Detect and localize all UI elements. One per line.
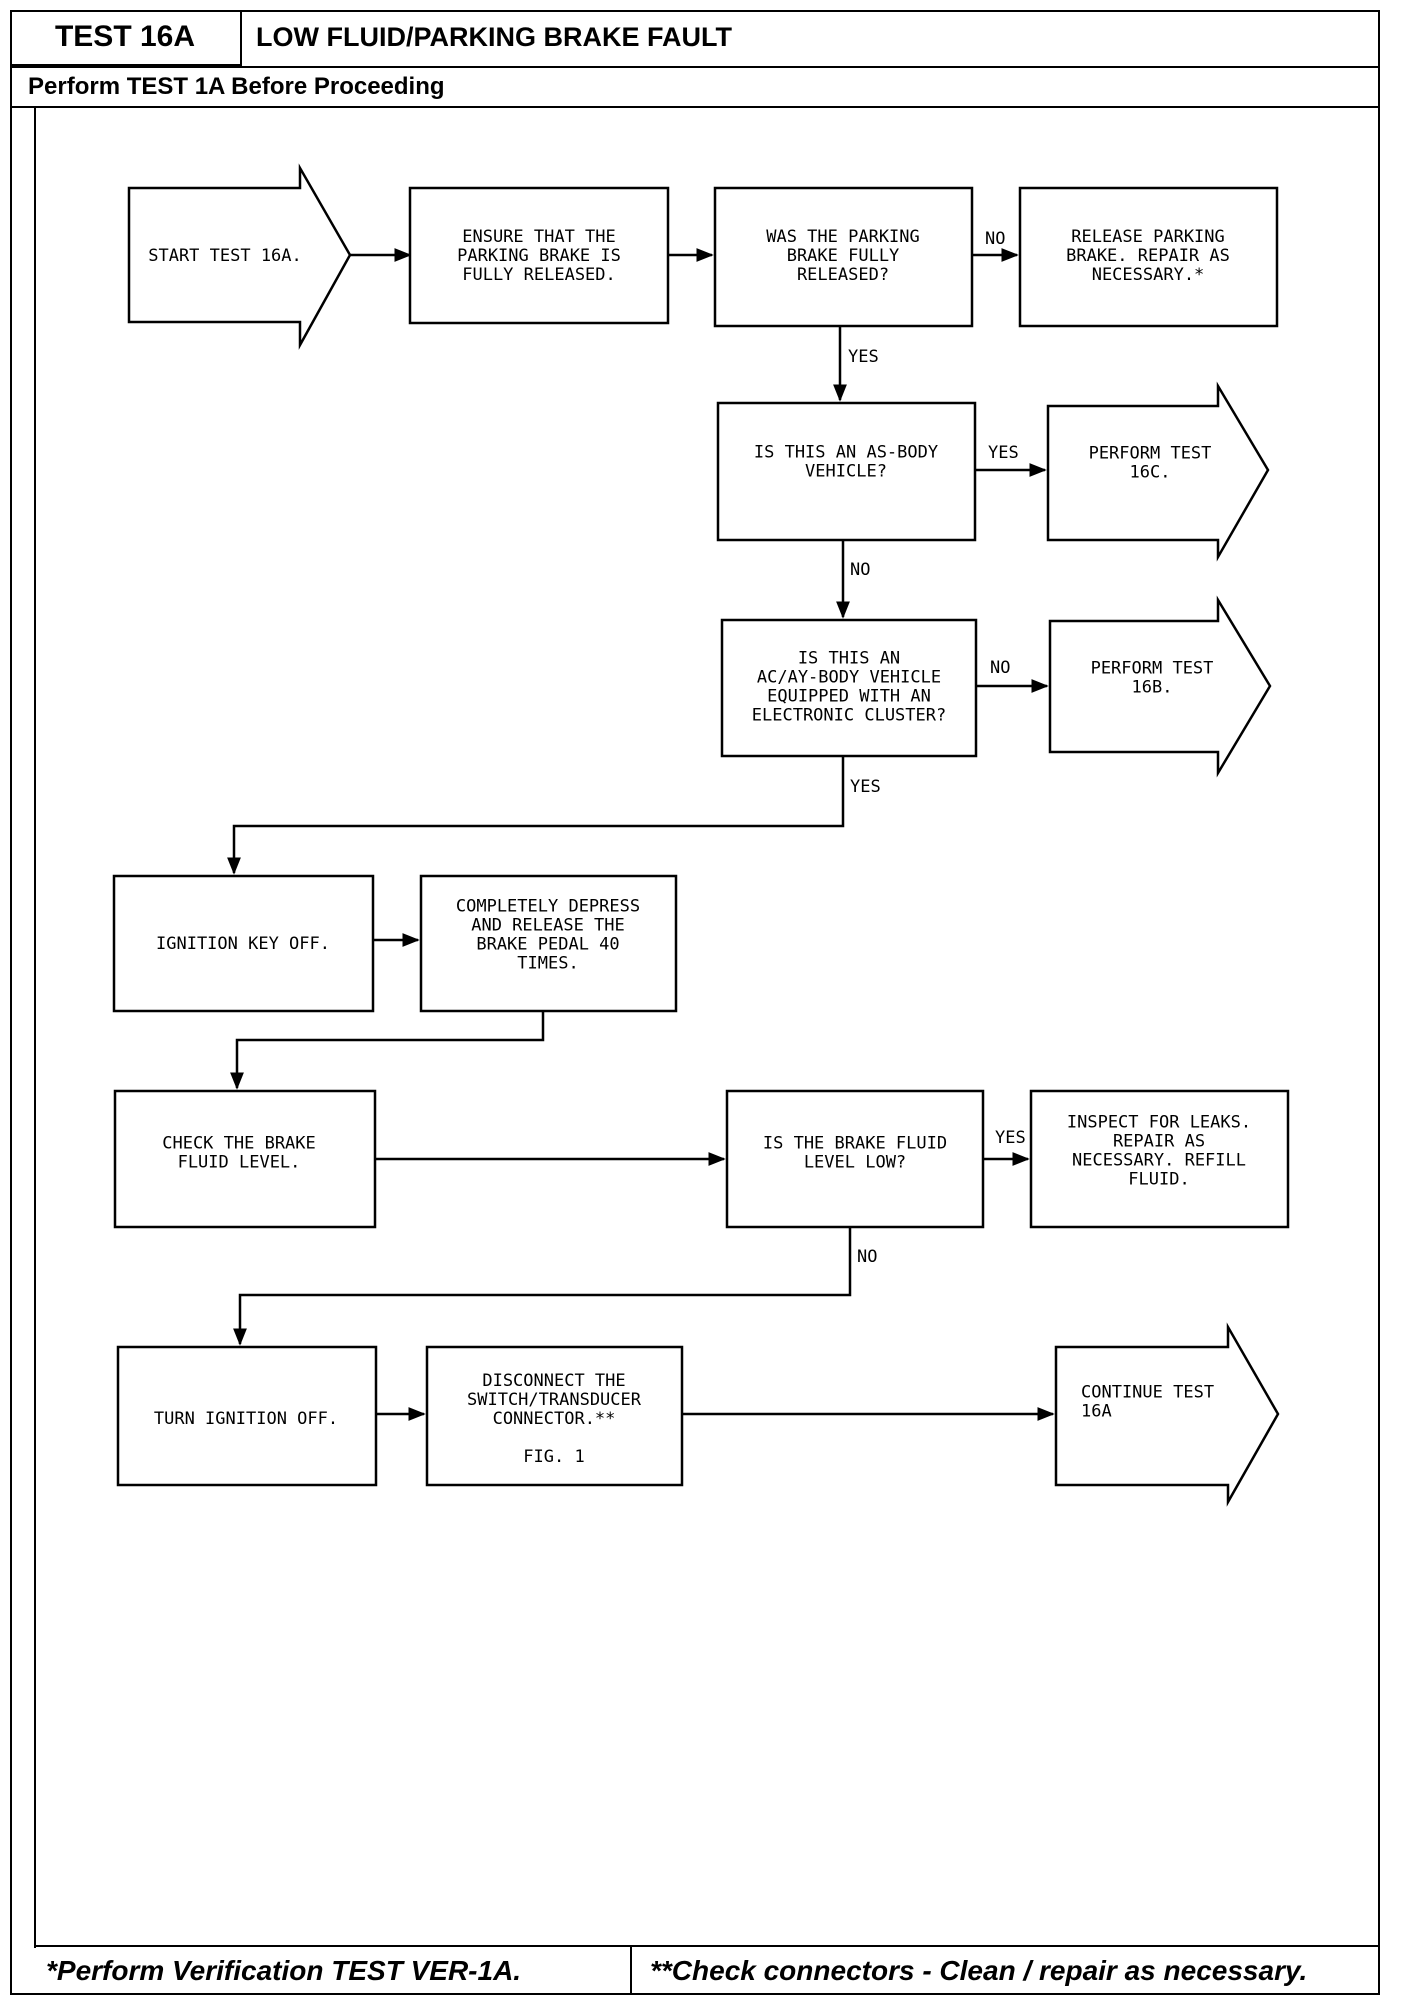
node-text-check-fluid-line-2: FLUID LEVEL.: [178, 1153, 301, 1173]
node-text-q-parking-line-3: RELEASED?: [797, 265, 889, 285]
node-perform-16b: [1048, 595, 1272, 778]
node-text-q-fluid-low-line-1: IS THE BRAKE FLUID: [763, 1134, 947, 1154]
content-border-left: [34, 108, 36, 1948]
node-text-disconnect-line-2: SWITCH/TRANSDUCER: [467, 1390, 642, 1410]
node-text-disconnect-line-3: CONNECTOR.**: [493, 1409, 616, 1429]
node-q-fluid-low: [725, 1089, 985, 1229]
node-text-q-ac-ay-line-2: AC/AY-BODY VEHICLE: [757, 668, 941, 688]
edge-depress-checkfluid: [230, 1011, 545, 1090]
node-text-perform-16c-line-1: PERFORM TEST: [1089, 444, 1212, 464]
node-text-perform-16b-line-2: 16B.: [1132, 678, 1173, 698]
label-yes-ignition: YES: [850, 777, 881, 797]
node-text-perform-16c-line-2: 16C.: [1130, 463, 1171, 483]
node-start: [127, 163, 352, 350]
node-text-continue-line-1: CONTINUE TEST: [1081, 1383, 1214, 1403]
node-text-q-ac-ay-line-1: IS THIS AN: [798, 649, 900, 669]
node-text-inspect-line-1: INSPECT FOR LEAKS.: [1067, 1113, 1251, 1133]
label-no-turnoff: NO: [857, 1247, 877, 1267]
node-text-start-line-1: START TEST 16A.: [148, 246, 302, 266]
node-text-q-parking-line-1: WAS THE PARKING: [766, 227, 920, 247]
page-frame: [10, 10, 1380, 1995]
node-text-ensure-line-3: FULLY RELEASED.: [462, 265, 616, 285]
page-title: LOW FLUID/PARKING BRAKE FAULT: [256, 22, 732, 52]
label-yes-asbody: YES: [848, 347, 879, 367]
node-turn-ignition-off: [116, 1345, 378, 1487]
node-text-disconnect-line-5: FIG. 1: [523, 1447, 584, 1467]
node-text-release-line-3: NECESSARY.*: [1092, 265, 1205, 285]
label-yes-inspect: YES: [995, 1128, 1026, 1148]
node-text-check-fluid-line-1: CHECK THE BRAKE: [162, 1134, 316, 1154]
node-text-inspect-line-2: REPAIR AS: [1113, 1132, 1205, 1152]
node-text-q-as-body-line-2: VEHICLE?: [805, 462, 887, 482]
node-ignition-off-1: [112, 874, 375, 1013]
node-text-release-line-1: RELEASE PARKING: [1071, 227, 1225, 247]
node-continue: [1054, 1322, 1280, 1507]
node-text-q-ac-ay-line-3: EQUIPPED WITH AN: [767, 687, 931, 707]
node-text-q-fluid-low-line-2: LEVEL LOW?: [804, 1153, 906, 1173]
prerequisite-note: Perform TEST 1A Before Proceeding: [10, 66, 1380, 108]
node-text-depress-line-4: TIMES.: [517, 954, 578, 974]
test-id: TEST 16A: [54, 20, 196, 53]
label-no-release: NO: [985, 229, 1005, 249]
node-text-ensure-line-2: PARKING BRAKE IS: [457, 246, 621, 266]
node-depress: [419, 874, 678, 1013]
node-text-depress-line-2: AND RELEASE THE: [471, 916, 625, 936]
label-no-16b: NO: [990, 658, 1010, 678]
node-q-parking: [713, 186, 974, 328]
node-text-q-as-body-line-1: IS THIS AN AS-BODY: [754, 443, 938, 463]
node-disconnect: [425, 1345, 684, 1487]
node-text-continue-line-2: 16A: [1081, 1402, 1112, 1422]
node-text-q-ac-ay-line-4: ELECTRONIC CLUSTER?: [752, 706, 946, 726]
label-yes-16c: YES: [988, 443, 1019, 463]
node-text-ensure-line-1: ENSURE THAT THE: [462, 227, 616, 247]
node-inspect: [1029, 1089, 1290, 1229]
node-perform-16c: [1046, 381, 1270, 562]
edge-qacay-ignition: [227, 756, 845, 875]
node-text-release-line-2: BRAKE. REPAIR AS: [1066, 246, 1230, 266]
footer-note-verification: *Perform Verification TEST VER-1A.: [34, 1945, 632, 1995]
node-q-as-body: [716, 401, 977, 542]
footer-note-2: **Check connectors - Clean / repair as n…: [650, 1955, 1308, 1986]
node-text-inspect-line-3: NECESSARY. REFILL: [1072, 1151, 1246, 1171]
label-no-acay: NO: [850, 560, 870, 580]
node-text-disconnect-line-1: DISCONNECT THE: [482, 1371, 625, 1391]
edge-qfluid-turnoff: [233, 1227, 852, 1346]
test-id-box: TEST 16A: [10, 10, 242, 66]
footer-note-connectors: **Check connectors - Clean / repair as n…: [632, 1945, 1380, 1995]
node-text-ignition-off-1-line-1: IGNITION KEY OFF.: [156, 934, 330, 954]
node-text-q-parking-line-2: BRAKE FULLY: [787, 246, 900, 266]
prerequisite-text: Perform TEST 1A Before Proceeding: [28, 73, 445, 100]
node-text-perform-16b-line-1: PERFORM TEST: [1091, 659, 1214, 679]
node-ensure: [408, 186, 670, 325]
node-text-depress-line-3: BRAKE PEDAL 40: [476, 935, 619, 955]
node-text-turn-ignition-off-line-1: TURN IGNITION OFF.: [154, 1409, 338, 1429]
node-check-fluid: [113, 1089, 377, 1229]
node-q-ac-ay: [720, 618, 978, 758]
node-release: [1018, 186, 1279, 328]
node-text-inspect-line-4: FLUID.: [1128, 1170, 1189, 1190]
footer-note-1: *Perform Verification TEST VER-1A.: [46, 1955, 522, 1986]
node-text-depress-line-1: COMPLETELY DEPRESS: [456, 897, 640, 917]
